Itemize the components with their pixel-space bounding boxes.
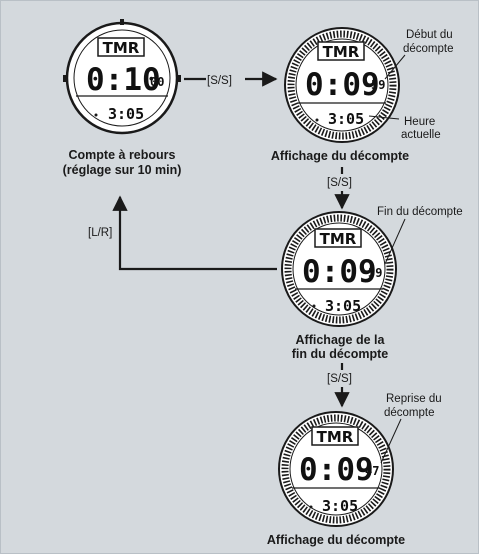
annotation-reprise-1: Reprise du bbox=[386, 393, 442, 405]
tmr-label: TMR bbox=[323, 43, 360, 61]
caption-end-2: fin du décompte bbox=[292, 347, 389, 361]
tmr-label: TMR bbox=[317, 428, 354, 446]
arrow-lr bbox=[112, 195, 277, 271]
seconds: 59 bbox=[371, 78, 385, 92]
leader-line bbox=[380, 418, 402, 464]
current-time: 3:05 bbox=[108, 105, 144, 123]
button-label-ss-3: [S/S] bbox=[327, 373, 352, 385]
knurled-bezel bbox=[287, 30, 397, 140]
tmr-label: TMR bbox=[320, 230, 357, 248]
leader-line bbox=[368, 115, 400, 120]
main-time: 0:09 bbox=[299, 452, 374, 488]
button-label-ss-2: [S/S] bbox=[327, 177, 352, 189]
main-time: 0:10 bbox=[86, 62, 161, 98]
leader-line bbox=[384, 54, 406, 80]
main-time: 0:09 bbox=[305, 67, 380, 103]
left-marker bbox=[63, 75, 68, 82]
caption-resumed: Affichage du décompte bbox=[267, 533, 405, 547]
annotation-heure-2: actuelle bbox=[401, 129, 441, 141]
caption-countdown-2: (réglage sur 10 min) bbox=[63, 163, 182, 177]
caption-countdown-1: Compte à rebours bbox=[69, 148, 176, 162]
button-label-lr: [L/R] bbox=[88, 227, 112, 239]
caption-end-1: Affichage de la bbox=[296, 333, 386, 347]
button-label-ss-1: [S/S] bbox=[207, 75, 232, 87]
knurled-bezel bbox=[281, 414, 391, 524]
current-time: 3:05 bbox=[322, 497, 358, 515]
seconds: 59 bbox=[368, 266, 382, 280]
watch-countdown-set: TMR 0:10 00 3:05 bbox=[63, 19, 181, 135]
right-marker bbox=[176, 75, 181, 82]
top-marker bbox=[120, 19, 124, 25]
main-time: 0:09 bbox=[302, 254, 377, 290]
annotation-reprise-2: décompte bbox=[384, 407, 435, 419]
seconds: 47 bbox=[365, 464, 379, 478]
knurled-bezel bbox=[284, 214, 394, 324]
annotation-debut-1: Début du bbox=[406, 29, 453, 41]
seconds: 00 bbox=[150, 75, 164, 89]
watch-countdown-end: TMR 0:09 59 3:05 bbox=[281, 211, 397, 327]
annotation-heure-1: Heure bbox=[404, 116, 435, 128]
caption-running: Affichage du décompte bbox=[271, 149, 409, 163]
leader-line bbox=[384, 218, 406, 265]
watch-countdown-running: TMR 0:09 59 3:05 bbox=[284, 27, 400, 143]
annotation-fin: Fin du décompte bbox=[377, 206, 463, 218]
tmr-label: TMR bbox=[103, 39, 140, 57]
watch-face-ring bbox=[73, 29, 171, 127]
current-time: 3:05 bbox=[325, 297, 361, 315]
watch-countdown-resumed: TMR 0:09 47 3:05 bbox=[278, 411, 394, 527]
current-time: 3:05 bbox=[328, 110, 364, 128]
annotation-debut-2: décompte bbox=[403, 43, 454, 55]
